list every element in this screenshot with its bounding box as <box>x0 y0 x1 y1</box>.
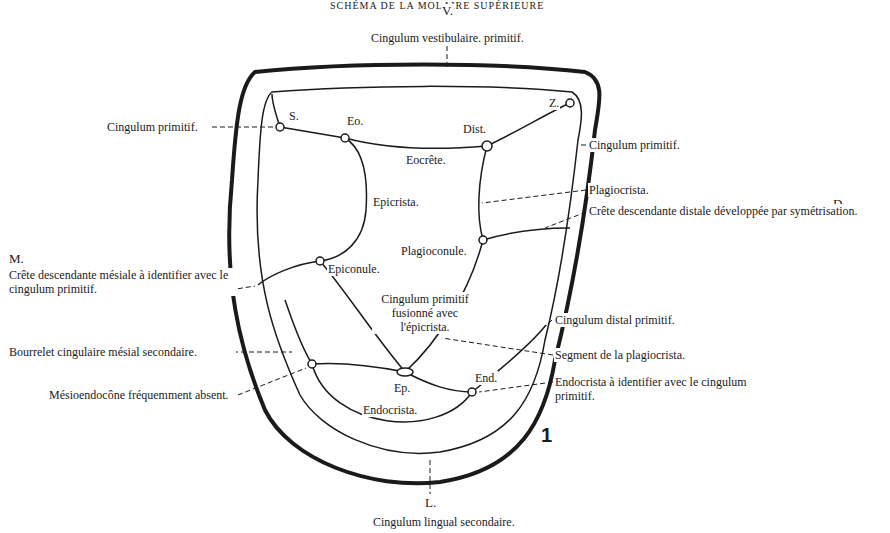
cusp-label: Z. <box>548 96 560 110</box>
structure-label: Epiconule. <box>327 262 381 276</box>
structure-label: Plagioconule. <box>400 244 468 258</box>
structure-label: Endocrista. <box>362 403 418 417</box>
cusp-points <box>276 99 574 396</box>
structure-label: Bourrelet cingulaire mésial secondaire. <box>8 345 236 359</box>
structure-label: Epicrista. <box>372 195 420 209</box>
structure-label: Crête descendante distale développée par… <box>588 204 870 218</box>
leader-lines <box>212 46 586 494</box>
structure-label: Cingulum primitif. <box>588 138 681 152</box>
structure-label: Cingulum vestibulaire. primitif. <box>370 31 525 45</box>
structure-label: Crête descendante mésiale à identifier a… <box>8 268 236 296</box>
structure-label: Cingulum distal primitif. <box>554 313 676 327</box>
structure-label: Mésioendocône fréquemment absent. <box>48 388 230 402</box>
title: SCHÉMA DE LA MOLAIRE SUPÉRIEURE <box>330 0 544 11</box>
structure-label: Ep. <box>393 381 411 395</box>
cusp-label: Dist. <box>462 122 487 136</box>
structure-label: End. <box>474 371 498 385</box>
inner-outline <box>257 86 581 453</box>
figure-number: 1 <box>540 424 553 446</box>
structure-label: Eocrête. <box>405 153 447 167</box>
structure-label: Segment de la plagiocrista. <box>554 348 686 362</box>
side-letter: M. <box>8 252 25 266</box>
outer-outline <box>229 65 599 484</box>
structure-label: Cingulum lingual secondaire. <box>372 515 516 529</box>
cusp-label: Eo. <box>346 114 364 128</box>
structure-label: Endocrista à identifier avec le cingulum… <box>554 375 766 403</box>
crests <box>258 94 570 422</box>
side-letter: L. <box>424 496 437 510</box>
side-letter: V. <box>441 4 454 18</box>
structure-label: Cingulum primitif fusionné avec l'épicri… <box>372 292 478 334</box>
structure-label: Cingulum primitif. <box>106 120 199 134</box>
structure-label: Plagiocrista. <box>588 183 650 197</box>
cusp-label: S. <box>288 109 300 123</box>
